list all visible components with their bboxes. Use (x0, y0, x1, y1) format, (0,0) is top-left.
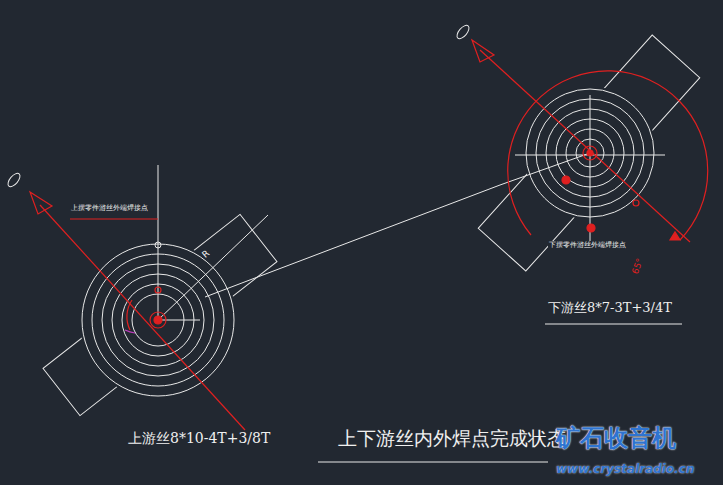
title: 上下游丝内外焊点完成状态 (338, 428, 566, 450)
callout: 上摆零件游丝外端焊接点 (70, 204, 149, 212)
bridge-plate (478, 35, 700, 271)
link-line (205, 185, 500, 297)
callout: 下摆零件游丝外端焊接点 (548, 241, 627, 249)
watermark: 矿石收音机 (556, 425, 676, 453)
spring-label: 上游丝8*10-4T+3/8T (128, 430, 270, 446)
dimension: 65° (630, 257, 645, 276)
bridge-plate (43, 214, 277, 415)
watermark: www.crystalradio.cn (556, 463, 694, 477)
spring-label: 下游丝8*7-3T+3/4T (548, 301, 672, 316)
